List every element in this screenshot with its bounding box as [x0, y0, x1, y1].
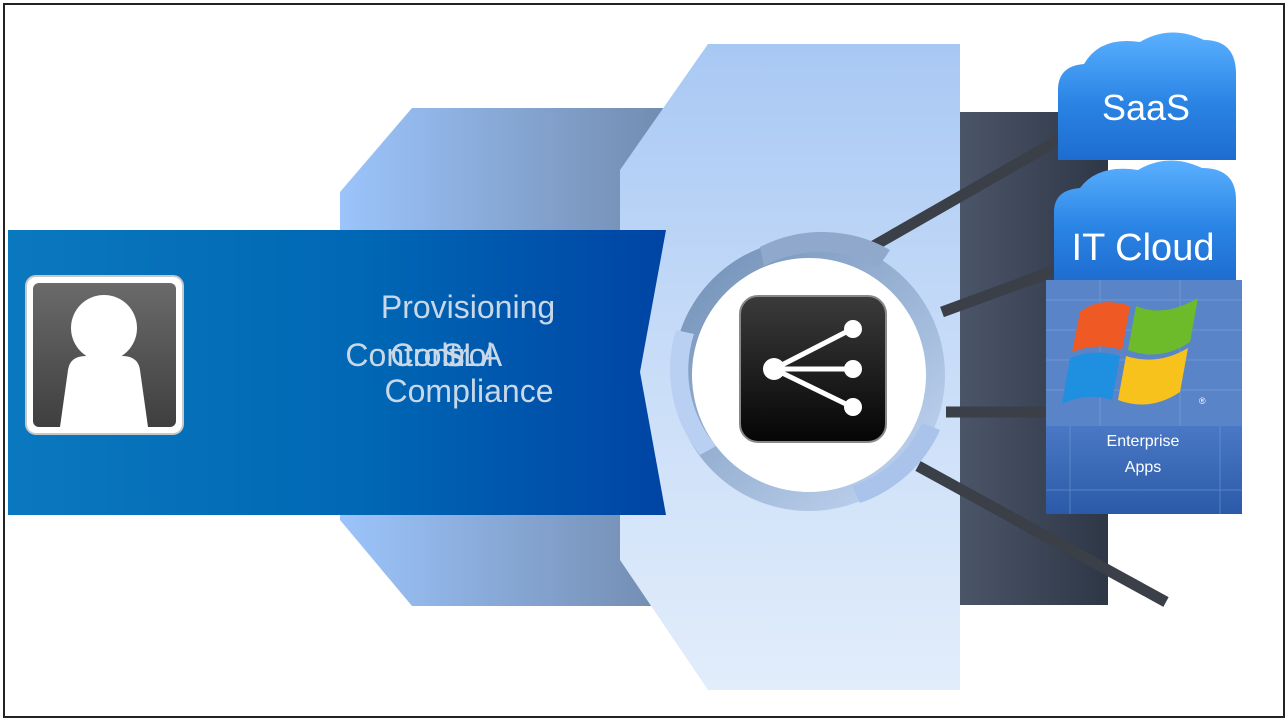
share-icon — [739, 295, 887, 443]
registered-mark: ® — [1199, 396, 1206, 406]
enterprise-label-line2: Apps — [1125, 459, 1161, 476]
connector-enterprise — [915, 461, 1169, 607]
it-cloud-label: IT Cloud — [1072, 227, 1215, 269]
label-compliance: Compliance — [385, 373, 554, 409]
connectors — [867, 133, 1169, 607]
connector-it-cloud — [940, 262, 1064, 318]
it-cloud: IT Cloud — [1054, 160, 1236, 282]
label-controls: Controls — [345, 337, 464, 373]
windows-logo-icon: ® — [1046, 280, 1242, 426]
label-provisioning: Provisioning — [381, 289, 555, 325]
connector-saas — [867, 133, 1065, 253]
saas-cloud: SaaS — [1058, 32, 1236, 160]
feature-labels: Provisioning SLA Control Controls Compli… — [345, 289, 555, 409]
user-silhouette-icon — [25, 275, 184, 435]
label-control: Control — [390, 337, 493, 373]
saas-label: SaaS — [1102, 87, 1190, 128]
enterprise-label-line1: Enterprise — [1107, 433, 1180, 450]
label-sla: SLA — [442, 337, 503, 373]
enterprise-apps: Enterprise Apps — [1046, 426, 1242, 514]
